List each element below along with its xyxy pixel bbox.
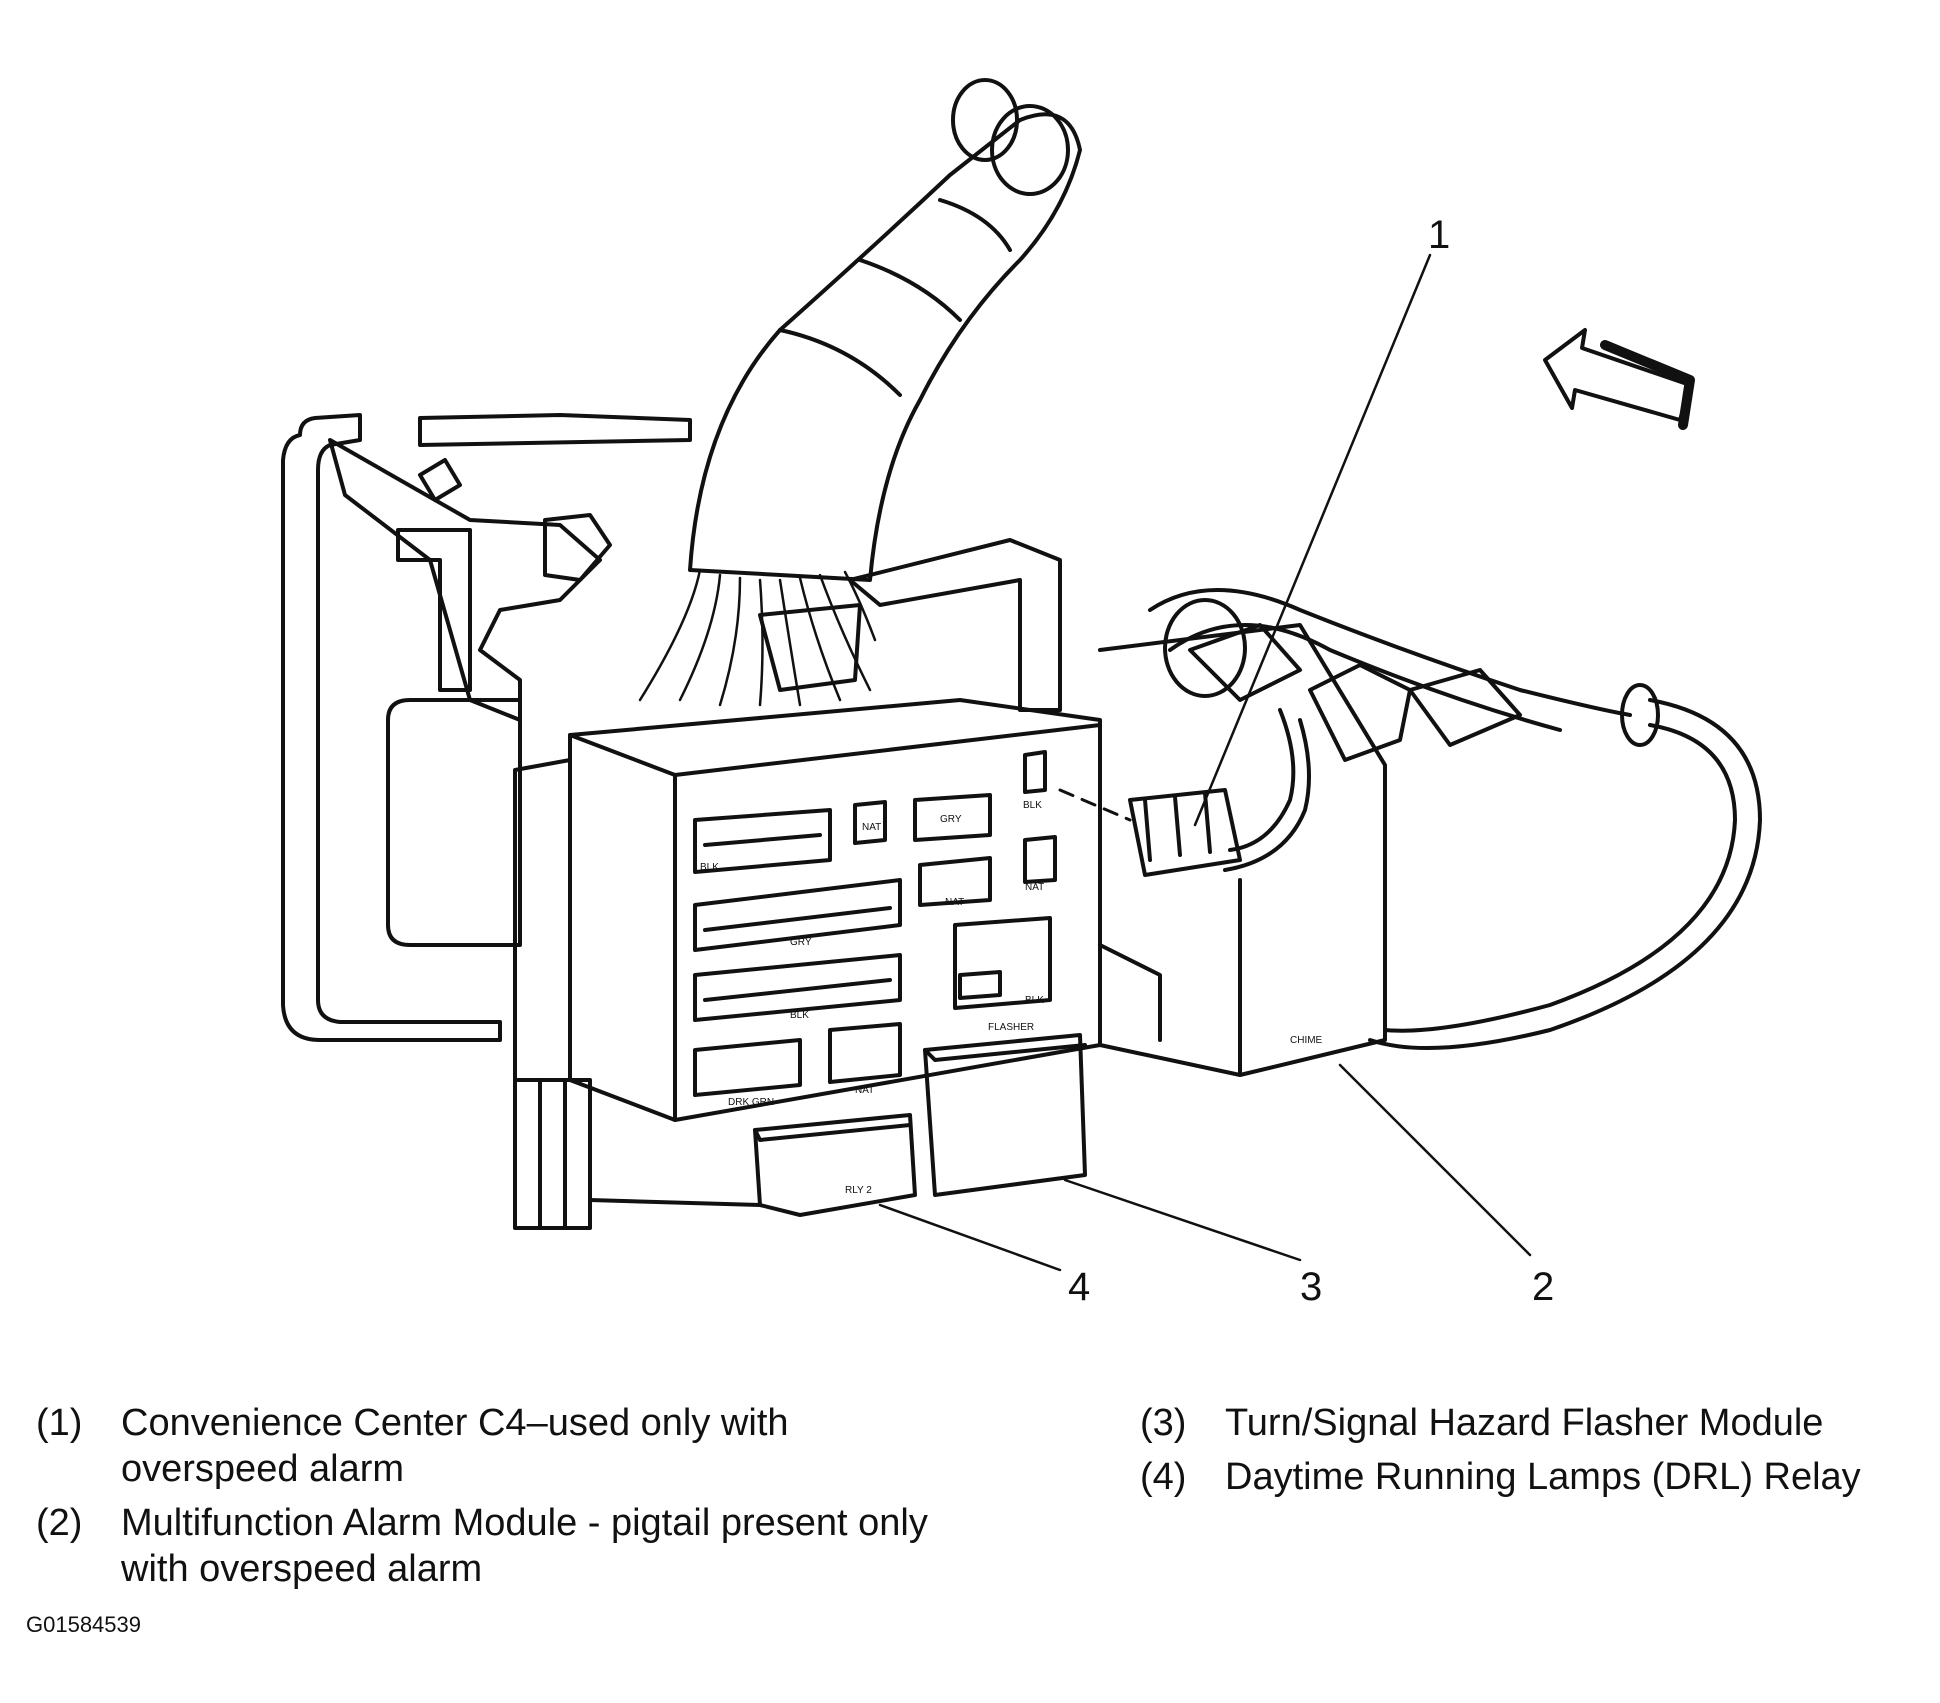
part-label-drk-grn: DRK GRN: [728, 1097, 774, 1108]
part-label-blk-right: BLK: [1023, 800, 1042, 811]
multifunction-alarm-module: [1098, 623, 1387, 1077]
callout-3: 3: [1300, 1265, 1322, 1309]
convenience-center-block: [568, 698, 1102, 1122]
legend-text: Turn/Signal Hazard Flasher Module: [1225, 1402, 1824, 1444]
drl-relay: [753, 1113, 917, 1217]
wire-harness: [688, 112, 1082, 582]
mounting-bracket: [281, 413, 502, 1042]
legend-text: Convenience Center C4–used only with ove…: [121, 1402, 789, 1490]
component-locator-diagram: BLK NAT GRY BLK GRY NAT NAT BLK BLK FLAS…: [281, 78, 1762, 1309]
legend-number: (1): [36, 1402, 83, 1444]
bottom-connector: [513, 1078, 592, 1230]
legend-text: Daytime Running Lamps (DRL) Relay: [1225, 1456, 1861, 1498]
part-label-nat-mid: NAT: [945, 897, 964, 908]
hazard-flasher-module: [923, 1033, 1087, 1197]
legend-item-1: (1) Convenience Center C4–used only with…: [36, 1400, 956, 1492]
callout-4: 4: [1068, 1265, 1090, 1309]
part-label-chime: CHIME: [1290, 1035, 1323, 1046]
legend-number: (2): [36, 1502, 83, 1544]
legend-left: (1) Convenience Center C4–used only with…: [36, 1400, 956, 1600]
part-label-nat-bottom: NAT: [855, 1085, 874, 1096]
figure-id: G01584539: [26, 1612, 141, 1637]
c4-connector: [1128, 788, 1242, 877]
legend-right: (3) Turn/Signal Hazard Flasher Module (4…: [1140, 1400, 1920, 1508]
part-label-nat-right: NAT: [1025, 882, 1044, 893]
part-label-nat-top: NAT: [862, 822, 881, 833]
part-label-blk-top: BLK: [700, 862, 719, 873]
part-label-gry-top: GRY: [940, 814, 962, 825]
bracket-strap: [328, 438, 602, 722]
part-label-flasher: FLASHER: [988, 1022, 1034, 1033]
callout-2: 2: [1532, 1265, 1554, 1309]
legend-item-4: (4) Daytime Running Lamps (DRL) Relay: [1140, 1454, 1920, 1500]
callout-1: 1: [1428, 213, 1450, 257]
legend-number: (3): [1140, 1402, 1187, 1444]
legend-number: (4): [1140, 1456, 1187, 1498]
part-label-blk-flasher: BLK: [1025, 995, 1044, 1006]
part-label-rly2: RLY 2: [845, 1185, 872, 1196]
alarm-pigtail: [1148, 588, 1632, 717]
rear-module: [386, 698, 522, 947]
legend-text: Multifunction Alarm Module - pigtail pre…: [121, 1502, 928, 1590]
legend-item-2: (2) Multifunction Alarm Module - pigtail…: [36, 1500, 956, 1592]
legend-item-3: (3) Turn/Signal Hazard Flasher Module: [1140, 1400, 1920, 1446]
part-label-gry-mid: GRY: [790, 937, 812, 948]
part-label-blk-lower: BLK: [790, 1010, 809, 1021]
